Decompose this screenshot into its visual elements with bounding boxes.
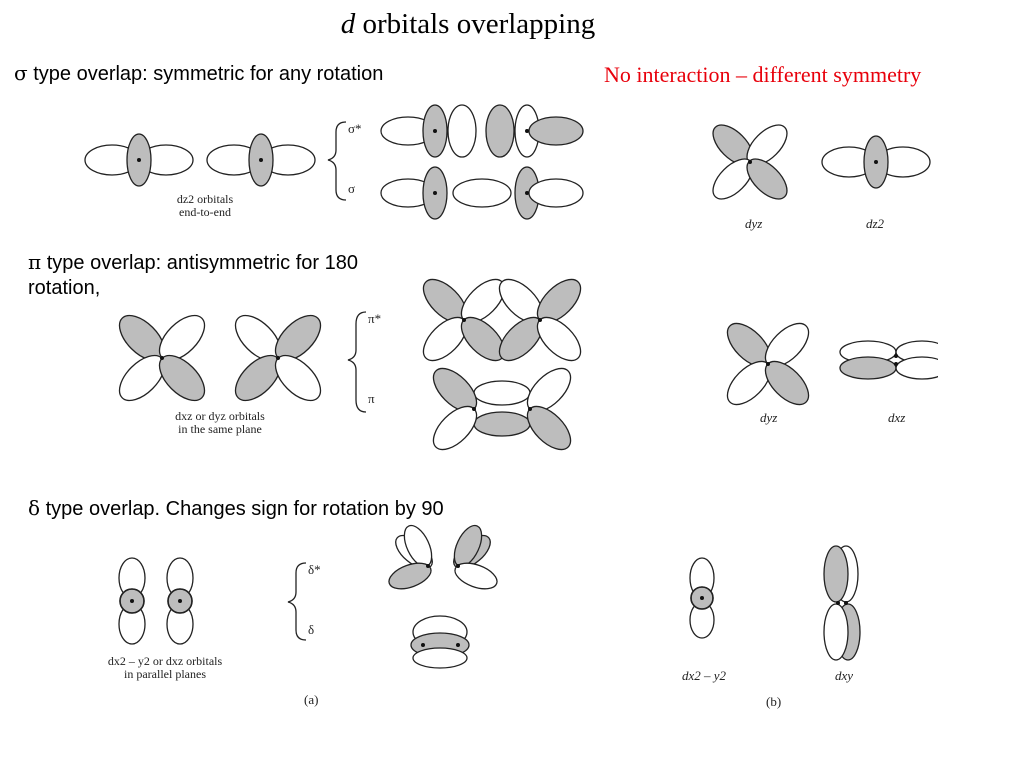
dz2-end-to-end-pair	[84, 133, 316, 187]
dyz-clover-2	[726, 322, 810, 406]
dx2y2-label: dx2 – y2	[682, 668, 727, 683]
delta-combination	[410, 615, 470, 669]
sigma-heading: σ type overlap: symmetric for any rotati…	[14, 61, 383, 87]
dxz-side-orbital	[839, 330, 958, 380]
delta-brace	[287, 562, 307, 641]
delta-heading-text: type overlap. Changes sign for rotation …	[40, 498, 444, 520]
sigma-label: σ	[348, 181, 356, 196]
pi-heading-line2: rotation,	[28, 277, 101, 299]
sigma-symbol: σ	[14, 61, 28, 85]
pi-heading-line1: type overlap: antisymmetric for 180	[41, 252, 358, 274]
pi-star-combination	[422, 278, 582, 362]
pi-brace	[347, 311, 367, 413]
dxz-caption-line1: dxz or dyz orbitals	[175, 409, 265, 423]
sigma-brace	[327, 121, 347, 201]
dz2-caption-line2: end-to-end	[179, 205, 231, 219]
dxz-clover-left	[118, 314, 206, 402]
title-text: orbitals overlapping	[355, 8, 596, 40]
dx2y2-orbital-right	[689, 557, 715, 639]
dxz-label: dxz	[888, 410, 906, 425]
dxy-orbital-right	[823, 545, 861, 661]
sigma-combination	[380, 166, 584, 220]
sigma-star-combination	[380, 104, 584, 158]
slide-title: d orbitals overlapping	[0, 8, 936, 41]
delta-heading: δ type overlap. Changes sign for rotatio…	[28, 496, 444, 522]
dx2-caption-line2: in parallel planes	[124, 667, 206, 681]
pi-combination	[432, 367, 572, 451]
panel-label-b: (b)	[766, 694, 782, 709]
sigma-heading-text: type overlap: symmetric for any rotation	[27, 63, 384, 85]
delta-label: δ	[308, 622, 315, 637]
dyz-label-1: dyz	[745, 216, 763, 231]
dxz-caption-line2: in the same plane	[178, 422, 262, 436]
dxy-label: dxy	[835, 668, 854, 683]
dyz-clover-1	[712, 124, 788, 200]
dz2-label: dz2	[866, 216, 885, 231]
pi-symbol: π	[28, 250, 42, 274]
delta-symbol: δ	[28, 496, 41, 520]
dx2-caption-line1: dx2 – y2 or dxz orbitals	[107, 654, 223, 668]
delta-star-label: δ*	[308, 562, 321, 577]
dz2-caption-line1: dz2 orbitals	[176, 192, 234, 206]
dyz-label-2: dyz	[760, 410, 778, 425]
dx2y2-parallel-pair	[118, 557, 194, 645]
sigma-star-label: σ*	[348, 121, 362, 136]
pi-label: π	[368, 391, 375, 406]
pi-heading: π type overlap: antisymmetric for 180 rot…	[28, 250, 358, 301]
no-interaction-heading: No interaction – different symmetry	[604, 62, 922, 87]
delta-star-combination	[388, 524, 498, 590]
dz2-orbital-right	[821, 135, 931, 189]
dxz-clover-right	[234, 314, 322, 402]
title-italic-d: d	[340, 8, 356, 40]
panel-label-a: (a)	[304, 692, 319, 707]
pi-star-label: π*	[368, 311, 382, 326]
